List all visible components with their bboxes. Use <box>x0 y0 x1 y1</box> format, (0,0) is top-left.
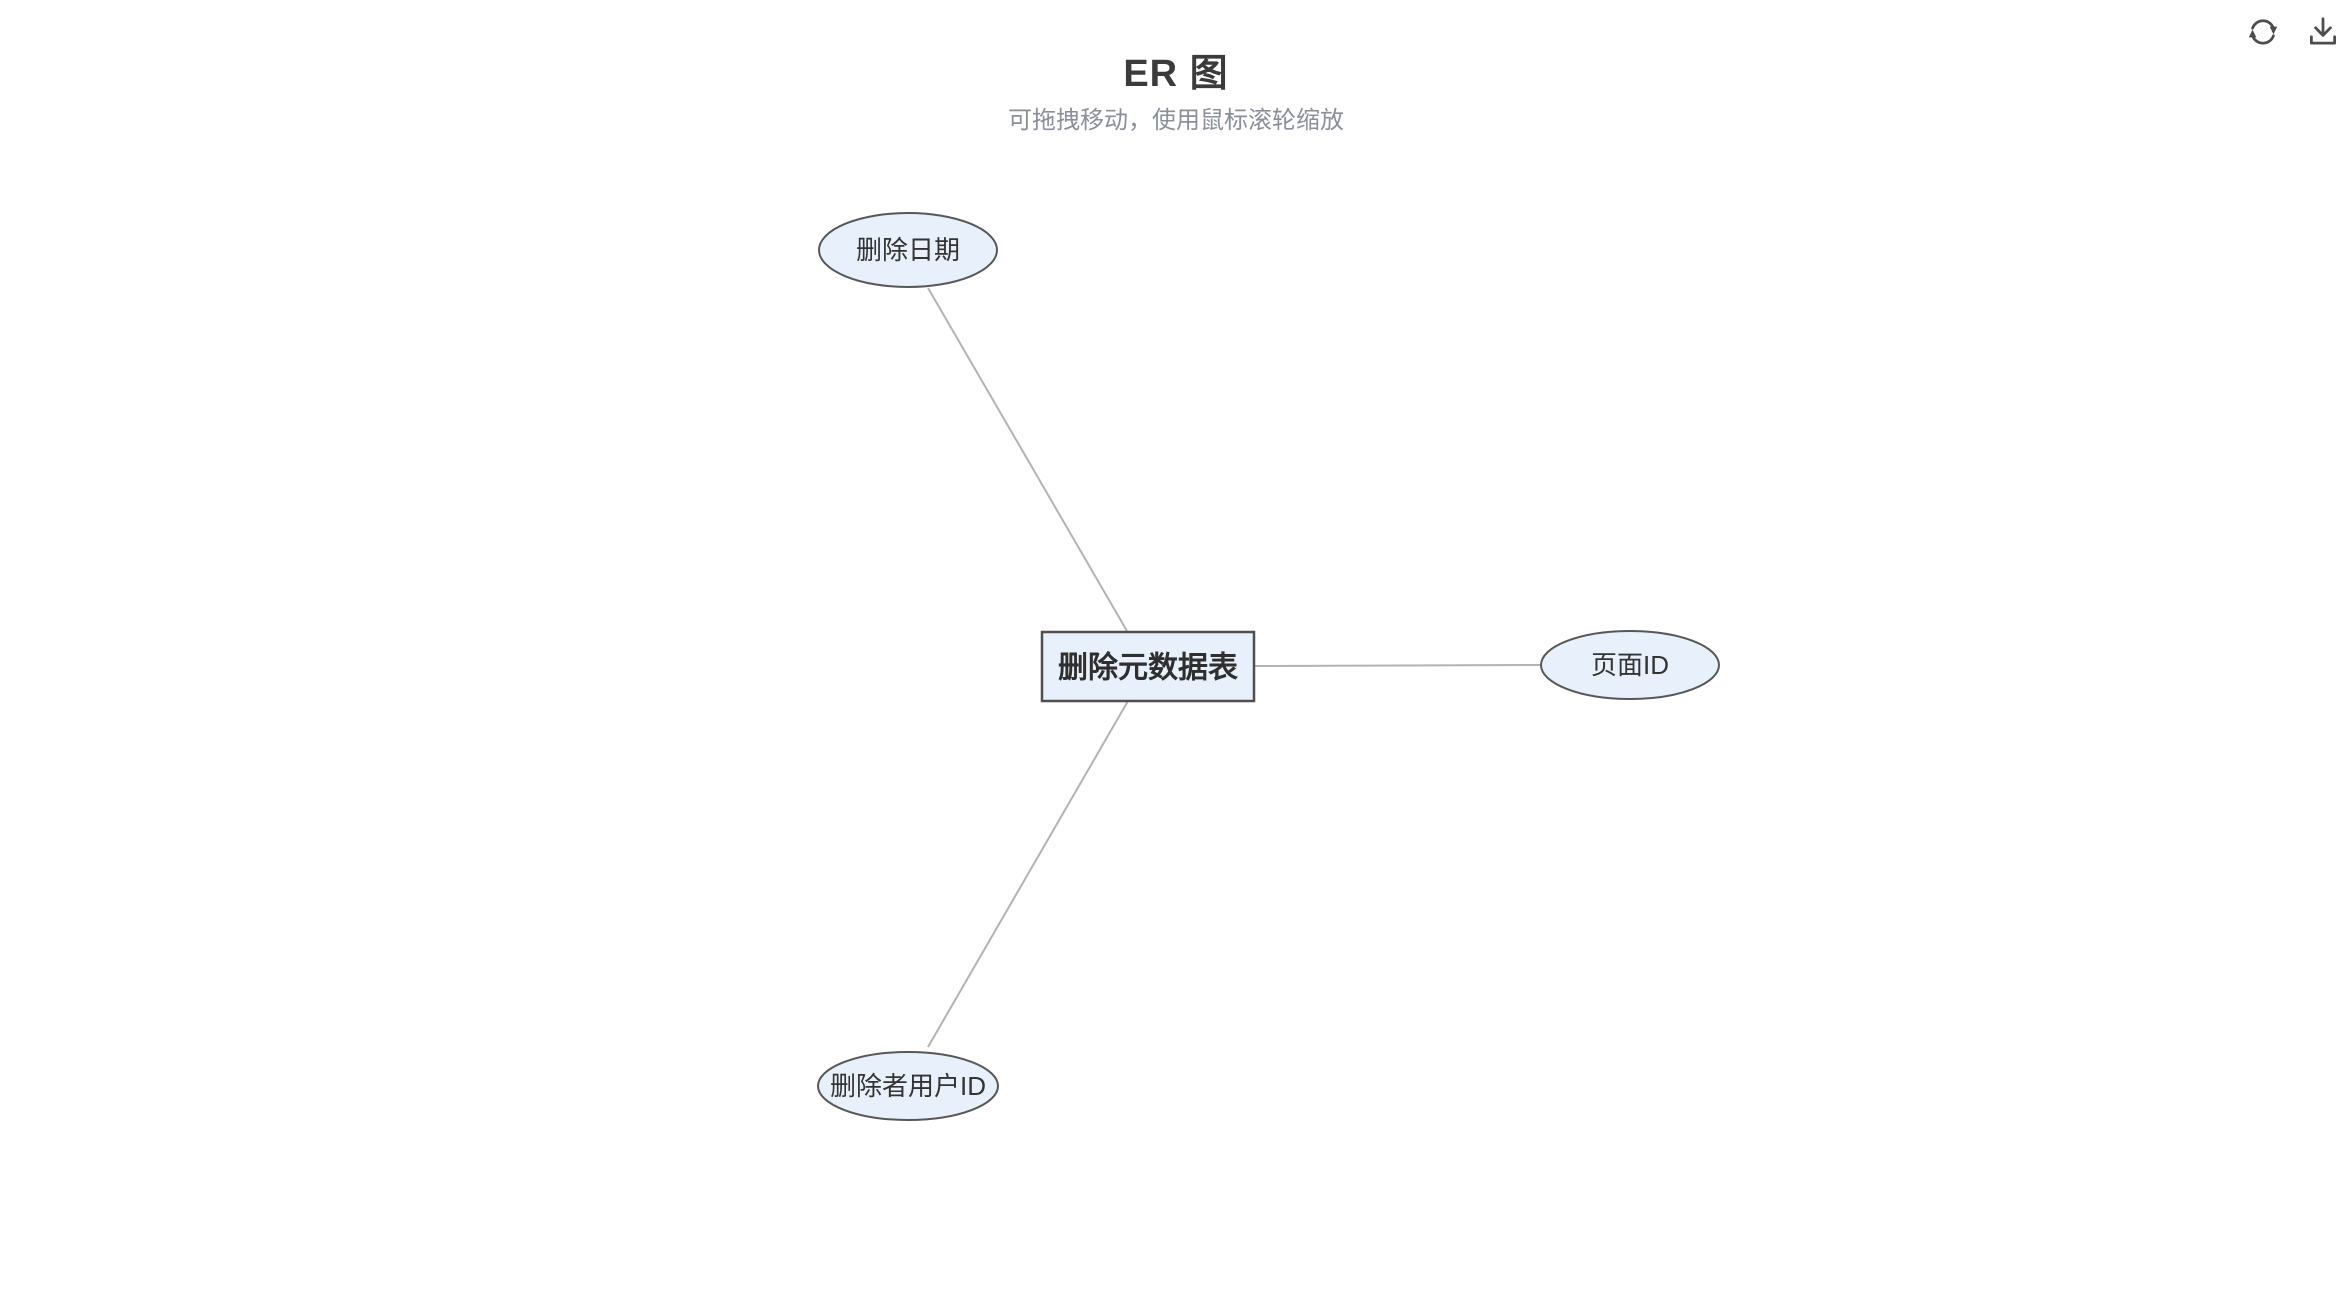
attribute-label: 删除日期 <box>856 235 960 265</box>
edge-table-to-page-id <box>1253 664 1542 667</box>
edge-table-to-delete-date <box>927 287 1128 632</box>
toolbar <box>2242 8 2346 56</box>
page-title: ER 图 <box>1123 53 1229 95</box>
attribute-node-page-id[interactable]: 页面ID <box>1540 630 1720 700</box>
entity-node-table[interactable]: 删除元数据表 <box>1040 630 1256 703</box>
page-subtitle: 可拖拽移动，使用鼠标滚轮缩放 <box>1008 107 1344 134</box>
attribute-ellipse[interactable] <box>1540 630 1720 700</box>
attribute-node-delete-date[interactable]: 删除日期 <box>818 212 998 288</box>
download-icon <box>2304 13 2344 51</box>
download-button[interactable] <box>2302 8 2346 56</box>
attribute-ellipse[interactable] <box>817 1051 999 1121</box>
attribute-label: 删除者用户ID <box>830 1071 986 1101</box>
attribute-label: 页面ID <box>1591 650 1669 680</box>
attribute-ellipse[interactable] <box>818 212 998 288</box>
refresh-icon <box>2244 13 2284 51</box>
attribute-node-deleter-user-id[interactable]: 删除者用户ID <box>817 1051 999 1121</box>
entity-label: 删除元数据表 <box>1058 651 1238 685</box>
refresh-button[interactable] <box>2242 8 2286 56</box>
entity-rect[interactable] <box>1040 630 1256 703</box>
edge-table-to-deleter-user-id <box>927 700 1129 1048</box>
edge-group <box>927 287 1542 1048</box>
